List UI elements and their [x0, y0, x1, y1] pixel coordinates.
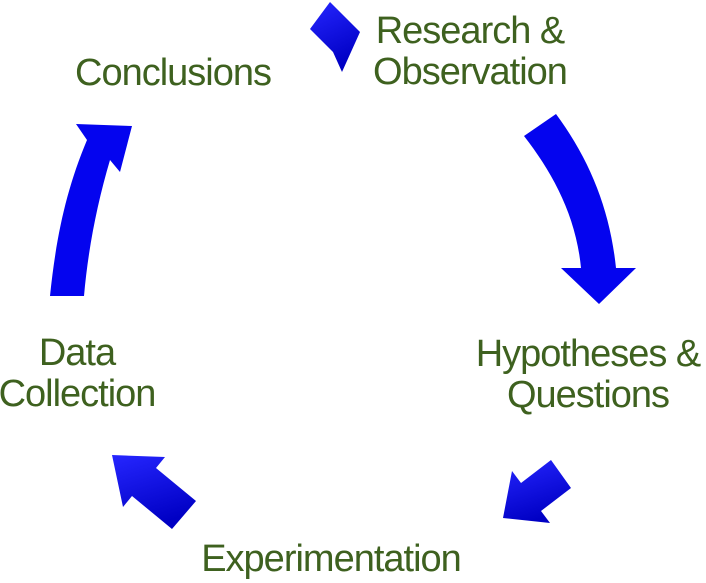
- arrow-research-to-hypotheses-icon: [524, 114, 636, 304]
- node-label-data-collection: Data Collection: [0, 333, 237, 415]
- node-label-line: Research &: [375, 10, 566, 52]
- arrow-hypotheses-to-experimentation-icon: [503, 460, 571, 523]
- node-label-line: Collection: [0, 373, 156, 415]
- node-label-conclusions: Conclusions: [13, 53, 333, 94]
- node-label-line: Experimentation: [201, 538, 462, 580]
- node-label-line: Observation: [373, 51, 568, 93]
- node-label-line: Questions: [506, 374, 670, 416]
- node-label-line: Data: [38, 332, 116, 374]
- node-label-line: Hypotheses &: [475, 333, 702, 375]
- arrow-conclusions-to-research-icon: [310, 2, 360, 72]
- arrow-datacollection-to-conclusions-icon: [50, 124, 132, 296]
- arrow-experimentation-to-datacollection-icon: [112, 455, 196, 529]
- node-label-research-observation: Research & Observation: [310, 11, 630, 93]
- node-label-hypotheses-questions: Hypotheses & Questions: [428, 334, 706, 416]
- node-label-experimentation: Experimentation: [171, 539, 491, 580]
- node-label-line: Conclusions: [75, 52, 272, 94]
